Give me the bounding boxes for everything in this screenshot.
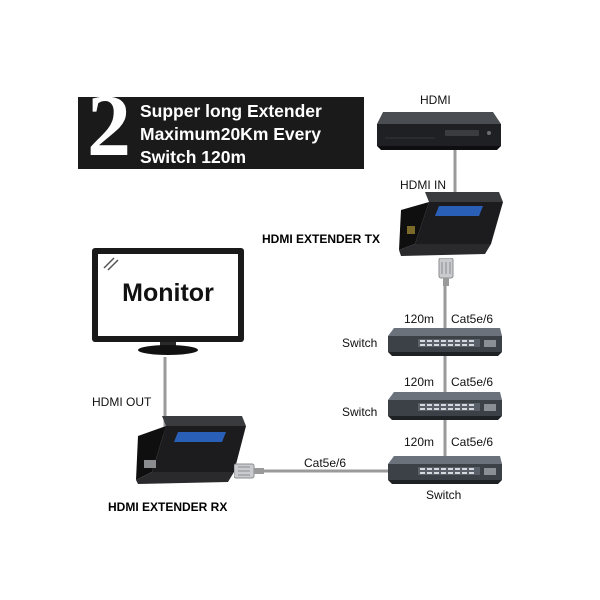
banner-number: 2: [87, 78, 131, 175]
switch-label-2: Switch: [342, 405, 378, 419]
extender-rx-device: [136, 416, 246, 484]
switch-2-device: [388, 392, 502, 420]
monitor-screen-label: Monitor: [98, 279, 238, 308]
rj45-plug-rx: [234, 463, 264, 479]
banner-line-1: Supper long Extender: [140, 101, 322, 121]
cable-label-3: Cat5e/6: [451, 435, 494, 449]
monitor-device: [92, 248, 244, 355]
distance-label-1: 120m: [404, 312, 435, 326]
cable-label-2: Cat5e/6: [451, 375, 494, 389]
distance-label-2: 120m: [404, 375, 435, 389]
hdmi-source-device: [377, 112, 501, 150]
switch-label-3: Switch: [426, 488, 462, 502]
switch-3-device: [388, 456, 502, 484]
hdmi-source-label: HDMI: [420, 93, 451, 107]
extender-tx-label: HDMI EXTENDER TX: [262, 232, 381, 246]
rj45-plug-tx: [438, 258, 454, 286]
cable-label-1: Cat5e/6: [451, 312, 494, 326]
hdmi-in-label: HDMI IN: [400, 178, 446, 192]
switch-1-device: [388, 328, 502, 356]
banner-line-2: Maximum20Km Every: [140, 124, 321, 144]
distance-label-3: 120m: [404, 435, 435, 449]
hdmi-out-label: HDMI OUT: [92, 395, 152, 409]
extender-tx-device: [399, 192, 503, 256]
switch-label-1: Switch: [342, 336, 378, 350]
title-banner: 2 Supper long Extender Maximum20Km Every…: [78, 83, 364, 171]
monitor-text: Monitor: [122, 279, 214, 307]
cable-label-rx: Cat5e/6: [304, 456, 347, 470]
extender-rx-label: HDMI EXTENDER RX: [108, 500, 228, 514]
banner-line-3: Switch 120m: [140, 147, 247, 167]
